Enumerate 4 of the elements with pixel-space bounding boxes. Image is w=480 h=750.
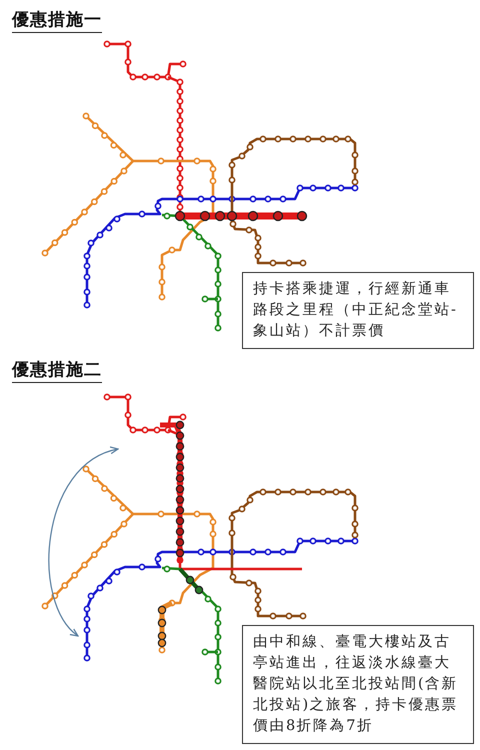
section-heading: 優惠措施二: [12, 358, 102, 383]
section-heading: 優惠措施一: [12, 8, 102, 33]
note-box: 由中和線、臺電大樓站及古亭站進出，往返淡水線臺大醫院站以北至北投站間(含新北投站)之旅客，持卡優惠票價由8折降為7折: [242, 625, 474, 744]
note-box: 持卡搭乘捷運，行經新通車路段之里程（中正紀念堂站-象山站）不計票價: [242, 272, 474, 349]
